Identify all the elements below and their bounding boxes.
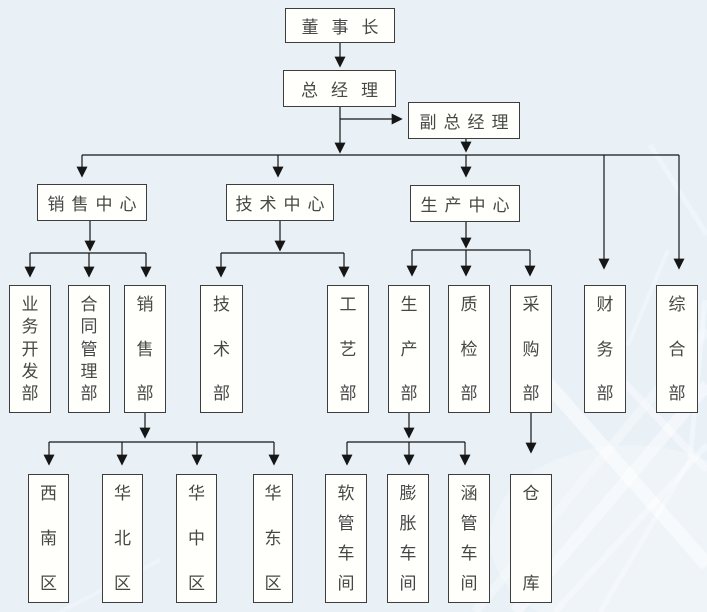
node-production-center-label: 生产中心 — [420, 196, 517, 215]
node-hose-workshop: 软管车间 — [325, 474, 367, 603]
node-purchasing-dept: 采购部 — [510, 285, 552, 413]
node-hose-workshop-label: 软管车间 — [337, 484, 355, 593]
node-general-manager: 总经理 — [283, 70, 396, 107]
node-tech-center: 技术中心 — [226, 184, 334, 221]
node-north-china-region-label: 华北区 — [114, 484, 131, 593]
node-purchasing-dept-label: 采购部 — [522, 295, 540, 403]
node-process-dept: 工艺部 — [327, 285, 369, 413]
node-central-china-region: 华中区 — [176, 474, 217, 603]
node-finance-dept-label: 财务部 — [596, 295, 614, 403]
node-chairman: 董事长 — [285, 8, 395, 43]
node-warehouse-label: 仓库 — [522, 484, 540, 593]
node-southwest-region-label: 西南区 — [40, 484, 57, 593]
node-sales-dept: 销售部 — [124, 285, 166, 413]
node-sales-center-label: 销售中心 — [47, 195, 144, 214]
node-east-china-region-label: 华东区 — [264, 484, 282, 593]
node-technology-dept: 技术部 — [200, 285, 243, 413]
node-production-dept-label: 生产部 — [400, 295, 418, 403]
node-sales-center: 销售中心 — [37, 184, 147, 221]
node-central-china-region-label: 华中区 — [188, 484, 205, 593]
node-east-china-region: 华东区 — [253, 474, 293, 603]
node-deputy-general-manager: 副总经理 — [408, 102, 520, 139]
node-deputy-general-manager-label: 副总经理 — [419, 113, 516, 132]
node-culvert-pipe-workshop-label: 涵管车间 — [460, 484, 478, 593]
node-north-china-region: 华北区 — [102, 474, 143, 603]
node-expansion-workshop-label: 膨胀车间 — [399, 484, 417, 593]
node-expansion-workshop: 膨胀车间 — [387, 474, 429, 603]
node-tech-center-label: 技术中心 — [235, 195, 332, 214]
node-general-affairs-dept-label: 综合部 — [668, 295, 686, 403]
node-business-development-dept-label: 业务开发部 — [21, 295, 39, 403]
node-quality-inspection-dept-label: 质检部 — [460, 295, 478, 403]
node-contract-management-dept: 合同管理部 — [68, 285, 110, 413]
node-production-dept: 生产部 — [388, 285, 430, 413]
node-general-affairs-dept: 综合部 — [656, 285, 698, 413]
node-technology-dept-label: 技术部 — [213, 295, 230, 403]
node-sales-dept-label: 销售部 — [136, 295, 154, 403]
node-contract-management-dept-label: 合同管理部 — [80, 295, 98, 403]
node-warehouse: 仓库 — [510, 474, 552, 603]
node-process-dept-label: 工艺部 — [339, 295, 357, 403]
node-general-manager-label: 总经理 — [301, 81, 391, 100]
node-culvert-pipe-workshop: 涵管车间 — [448, 474, 490, 603]
node-business-development-dept: 业务开发部 — [9, 285, 51, 413]
node-southwest-region: 西南区 — [28, 474, 69, 603]
node-quality-inspection-dept: 质检部 — [448, 285, 490, 413]
node-production-center: 生产中心 — [410, 185, 520, 222]
node-finance-dept: 财务部 — [584, 285, 626, 413]
node-chairman-label: 董事长 — [301, 18, 392, 37]
